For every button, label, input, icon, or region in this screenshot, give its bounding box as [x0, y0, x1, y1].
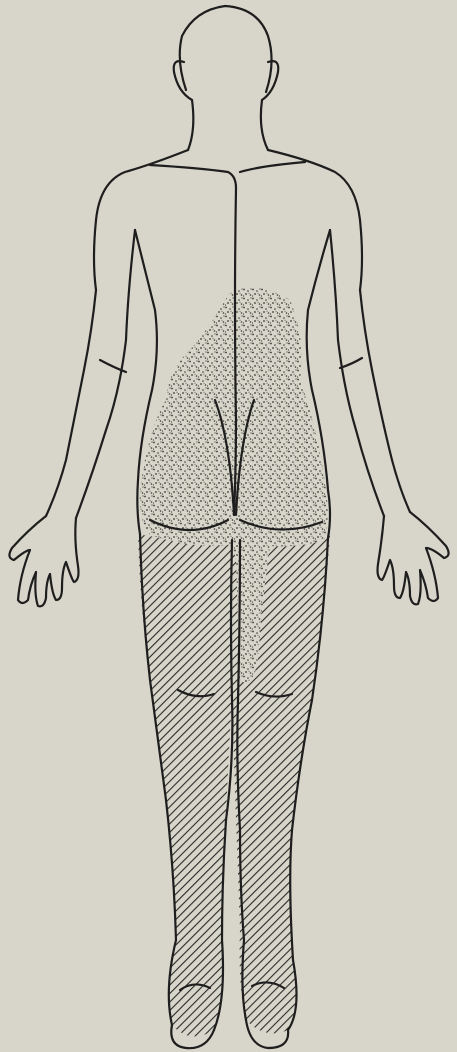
body-diagram — [0, 0, 457, 1052]
